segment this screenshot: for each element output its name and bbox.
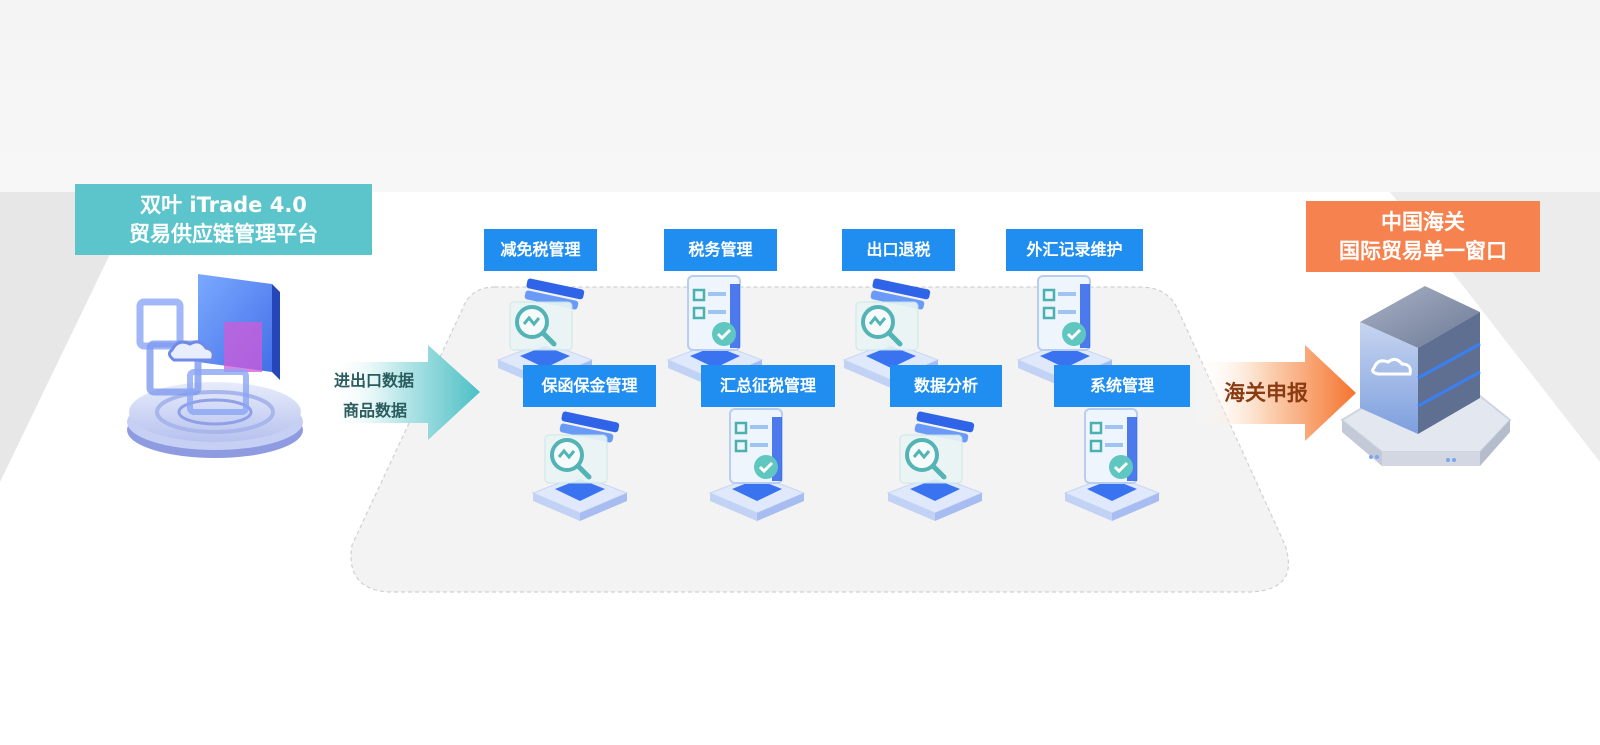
output-arrow-label: 海关申报 <box>1224 381 1308 405</box>
module-label-4: 保函保金管理 <box>523 365 656 407</box>
source-platform-line2: 贸易供应链管理平台 <box>129 221 318 246</box>
module-label-2: 出口退税 <box>842 229 955 271</box>
module-label-3: 外汇记录维护 <box>1006 229 1143 271</box>
input-arrow-line1: 进出口数据 <box>334 371 415 390</box>
input-arrow-line2: 商品数据 <box>343 401 408 420</box>
module-label-6: 数据分析 <box>890 365 1002 407</box>
target-system-line2: 国际贸易单一窗口 <box>1339 238 1507 263</box>
target-system-line1: 中国海关 <box>1381 209 1465 234</box>
server-cloud-icon <box>1330 282 1520 477</box>
module-label-5: 汇总征税管理 <box>701 365 835 407</box>
clipboard-check-icon-4 <box>1057 405 1167 529</box>
source-platform-label: 双叶 iTrade 4.0 贸易供应链管理平台 <box>75 184 372 255</box>
magnifier-doc-icon-4 <box>880 405 990 529</box>
magnifier-doc-icon-2 <box>836 272 946 396</box>
magnifier-doc-icon-3 <box>525 405 635 529</box>
platform-cube-icon <box>120 262 310 462</box>
clipboard-check-icon-3 <box>702 405 812 529</box>
module-label-7: 系统管理 <box>1054 365 1190 407</box>
target-system-label: 中国海关 国际贸易单一窗口 <box>1306 201 1540 272</box>
module-label-0: 减免税管理 <box>484 229 597 271</box>
module-label-1: 税务管理 <box>664 229 777 271</box>
source-platform-line1: 双叶 iTrade 4.0 <box>140 192 307 217</box>
input-arrow-label: 进出口数据 商品数据 <box>334 366 414 426</box>
